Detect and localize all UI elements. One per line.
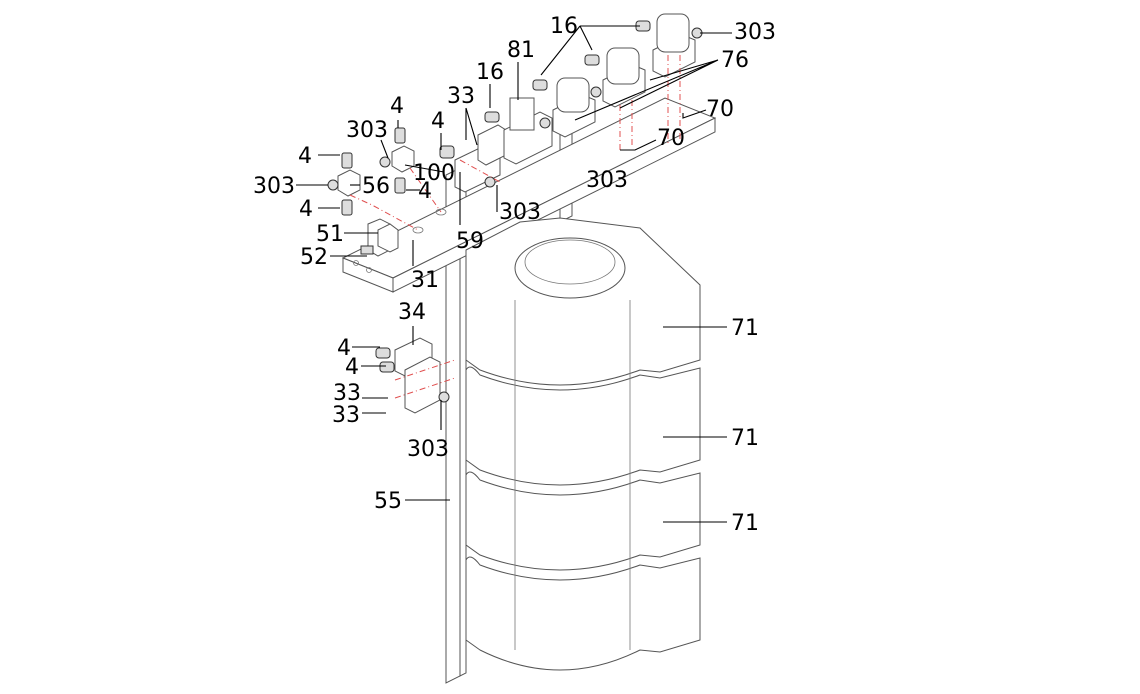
- tee-block-56: [327, 152, 361, 216]
- label-71: 71: [731, 426, 759, 451]
- label-303: 303: [253, 174, 295, 199]
- label-303: 303: [499, 200, 541, 225]
- label-33: 33: [447, 84, 475, 109]
- label-33: 33: [333, 381, 361, 406]
- leader-lines: [296, 25, 732, 523]
- label-34: 34: [398, 300, 426, 325]
- label-4: 4: [418, 179, 432, 204]
- label-55: 55: [374, 489, 402, 514]
- label-4: 4: [345, 355, 359, 380]
- label-16: 16: [476, 60, 504, 85]
- bracket: [360, 218, 399, 257]
- label-31: 31: [411, 268, 439, 293]
- label-59: 59: [456, 229, 484, 254]
- label-70: 70: [657, 126, 685, 151]
- label-52: 52: [300, 245, 328, 270]
- assembly-lines: [349, 55, 681, 399]
- label-303: 303: [346, 118, 388, 143]
- label-4: 4: [390, 94, 404, 119]
- label-16: 16: [550, 14, 578, 39]
- label-303: 303: [407, 437, 449, 462]
- label-76: 76: [721, 48, 749, 73]
- label-71: 71: [731, 316, 759, 341]
- valve-59: [439, 124, 507, 193]
- label-100: 100: [413, 161, 455, 186]
- motor-stack: [465, 217, 701, 671]
- label-4: 4: [337, 336, 351, 361]
- label-303: 303: [734, 20, 776, 45]
- label-4: 4: [431, 109, 445, 134]
- label-81: 81: [507, 38, 535, 63]
- label-56: 56: [362, 174, 390, 199]
- reference-labels: 16 303 76 81 16 70 70 33 4 303 4 4 100 3…: [253, 14, 776, 536]
- label-51: 51: [316, 222, 344, 247]
- label-71: 71: [731, 511, 759, 536]
- valve-34: [375, 337, 450, 414]
- label-33: 33: [332, 403, 360, 428]
- label-70: 70: [706, 97, 734, 122]
- label-303: 303: [586, 168, 628, 193]
- label-4: 4: [298, 144, 312, 169]
- solenoid-valves-76: [532, 13, 703, 138]
- label-4: 4: [299, 197, 313, 222]
